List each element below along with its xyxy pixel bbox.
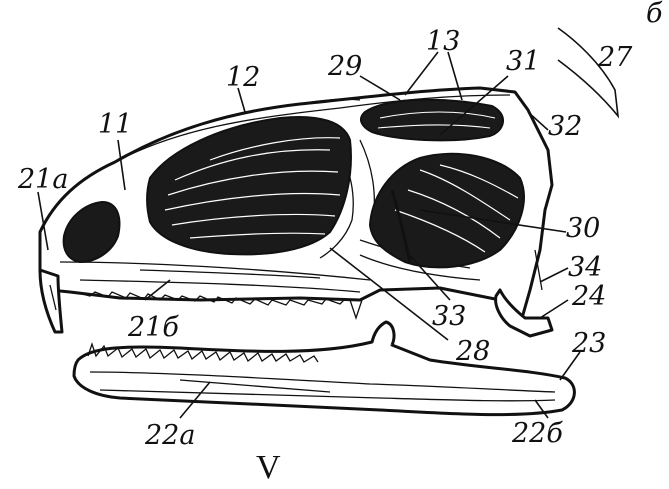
label-23: 23 — [571, 328, 606, 359]
label-27: 27 — [597, 42, 633, 73]
label-21b: 21б — [127, 312, 179, 343]
corner-mark: б — [646, 0, 663, 29]
upper-temporal-fenestra — [361, 100, 503, 141]
label-22a: 22а — [144, 420, 195, 451]
label-28: 28 — [455, 336, 490, 367]
label-32: 32 — [548, 111, 582, 142]
label-11: 11 — [98, 109, 132, 140]
label-29: 29 — [327, 51, 362, 82]
label-21a: 21а — [17, 164, 68, 195]
label-34: 34 — [568, 252, 602, 283]
label-13: 13 — [426, 26, 460, 57]
label-31: 31 — [506, 46, 540, 77]
label-12: 12 — [226, 62, 260, 93]
label-22b: 22б — [511, 418, 563, 449]
premaxillary-tooth — [40, 270, 62, 332]
figure-numeral: V — [256, 449, 281, 486]
label-30: 30 — [566, 213, 600, 244]
label-33: 33 — [432, 301, 466, 332]
label-24: 24 — [571, 281, 606, 312]
